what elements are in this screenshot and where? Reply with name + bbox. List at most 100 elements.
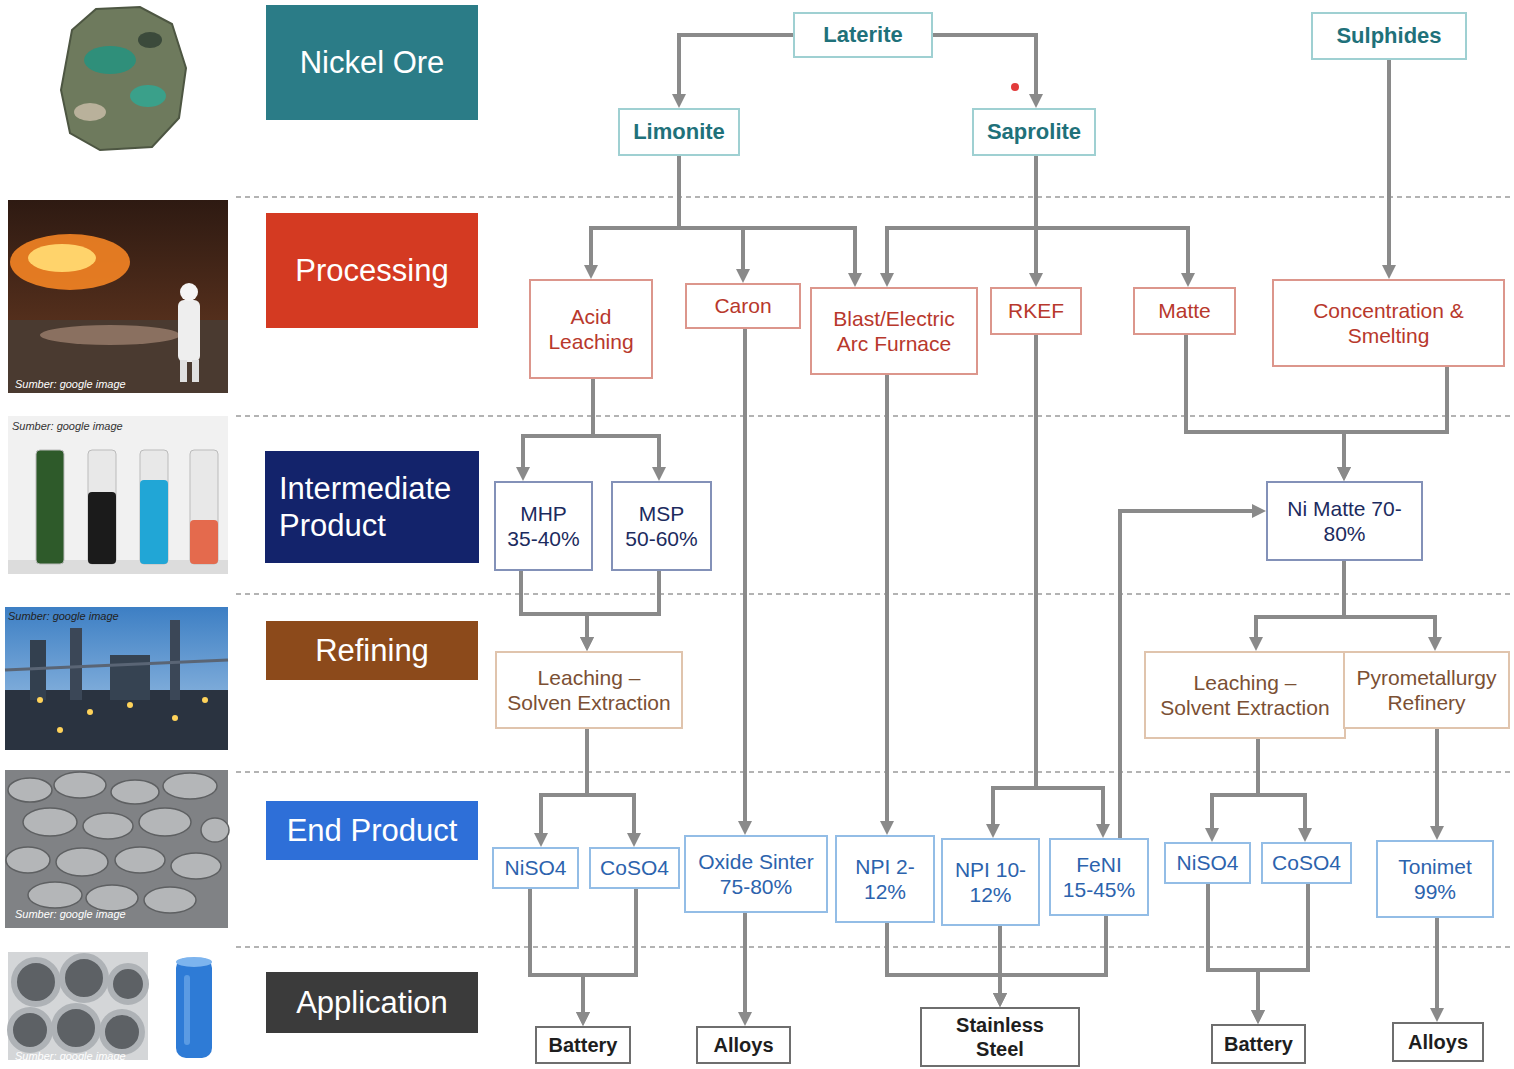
flow-arrow (1258, 739, 1305, 834)
flow-arrow (887, 923, 1000, 999)
node-text: MSP 50-60% (621, 501, 702, 551)
stage-band: Intermediate Product (265, 451, 479, 563)
node-text: Battery (1224, 1032, 1293, 1056)
node-text: NPI 2-12% (845, 854, 925, 904)
product-box: Tonimet 99% (1376, 840, 1494, 918)
node-text: Oxide Sinter 75-80% (694, 849, 818, 899)
node-text: FeNI 15-45% (1059, 852, 1139, 902)
node-text: Ni Matte 70-80% (1276, 496, 1413, 546)
flow-arrow (1256, 561, 1344, 643)
process-box: RKEF (990, 287, 1082, 335)
application-box: Battery (535, 1026, 631, 1064)
product-box: NPI 10-12% (941, 838, 1040, 926)
flow-arrow (587, 729, 634, 839)
product-box: FeNI 15-45% (1049, 838, 1149, 916)
product-box: Oxide Sinter 75-80% (684, 835, 828, 913)
intermediate-box: MSP 50-60% (611, 481, 712, 571)
source-watermark: Sumber: google image (15, 378, 126, 391)
stage-band: Refining (266, 621, 478, 680)
flow-arrow (530, 889, 583, 1018)
ore-box: Laterite (793, 12, 933, 58)
flow-arrow (679, 35, 793, 100)
flow-arrow (1435, 729, 1439, 832)
node-text: Sulphides (1336, 23, 1441, 49)
flow-arrow (593, 379, 659, 473)
ore-box: Saprolite (972, 108, 1096, 156)
node-text: Application (296, 984, 448, 1021)
node-text: CoSO4 (600, 855, 669, 880)
process-box: Concentration & Smelting (1272, 279, 1505, 367)
product-box: CoSO4 (589, 847, 680, 889)
intermediate-box: Ni Matte 70-80% (1266, 481, 1423, 561)
flow-arrow (1344, 367, 1447, 473)
source-watermark: Sumber: google image (12, 420, 123, 433)
refinery-photo (5, 607, 228, 750)
flow-arrow (1212, 739, 1258, 834)
flow-arrow (993, 335, 1036, 830)
node-text: End Product (287, 812, 458, 849)
flow-arrow (1036, 156, 1188, 279)
ore-box: Sulphides (1311, 12, 1467, 60)
node-text: Laterite (823, 22, 902, 48)
node-text: NiSO4 (505, 855, 567, 880)
node-text: Blast/Electric Arc Furnace (820, 306, 968, 356)
flow-arrow (591, 156, 679, 271)
flow-arrow (1258, 884, 1308, 1016)
node-text: RKEF (1008, 298, 1064, 323)
node-text: Processing (295, 252, 448, 289)
section-separators (236, 197, 1514, 947)
processing-photo (8, 200, 228, 393)
flow-arrow (743, 913, 747, 1018)
flow-arrow (1387, 60, 1391, 271)
source-watermark: Sumber: google image (15, 908, 126, 921)
application-box: Alloys (1392, 1022, 1484, 1062)
flow-arrow (1036, 335, 1103, 830)
node-text: Acid Leaching (539, 304, 643, 354)
ore-box: Limonite (618, 108, 740, 156)
node-text: Saprolite (987, 119, 1081, 145)
refining-box: Leaching – Solven Extraction (495, 651, 683, 729)
process-box: Blast/Electric Arc Furnace (810, 287, 978, 375)
node-text: Matte (1158, 298, 1211, 323)
node-text: CoSO4 (1272, 850, 1341, 875)
intermediate-photo (8, 416, 228, 574)
flow-arrow (679, 156, 855, 279)
stage-band: End Product (266, 801, 478, 860)
product-box: NPI 2-12% (835, 835, 935, 923)
node-text: Caron (714, 293, 771, 318)
flow-arrow (583, 889, 636, 1018)
node-text: Nickel Ore (300, 44, 445, 81)
node-text: Leaching – Solvent Extraction (1156, 670, 1334, 720)
flow-arrow (885, 375, 889, 827)
node-text: Alloys (1408, 1030, 1468, 1054)
node-text: Leaching – Solven Extraction (507, 665, 671, 715)
flow-arrow (523, 379, 593, 473)
node-text: NPI 10-12% (951, 857, 1030, 907)
node-text: Battery (549, 1033, 618, 1057)
intermediate-box: MHP 35-40% (494, 481, 593, 571)
product-box: NiSO4 (1164, 842, 1251, 884)
product-box: CoSO4 (1261, 842, 1352, 884)
battery-cell (176, 957, 212, 1058)
node-text: Tonimet 99% (1386, 854, 1484, 904)
application-box: Battery (1211, 1024, 1306, 1064)
source-watermark: Sumber: google image (8, 610, 119, 623)
stage-band: Processing (266, 213, 478, 328)
node-text: Pyrometallurgy Refinery (1355, 665, 1498, 715)
flow-arrow (933, 35, 1036, 100)
process-box: Caron (685, 283, 801, 329)
pipes-photo (8, 952, 148, 1060)
flow-arrow (1344, 561, 1435, 643)
node-text: Concentration & Smelting (1282, 298, 1495, 348)
refining-box: Leaching – Solvent Extraction (1144, 651, 1346, 739)
flow-arrow (743, 329, 747, 827)
nickel-pieces-photo (5, 770, 229, 928)
process-box: Matte (1133, 287, 1236, 335)
application-box: Alloys (696, 1026, 791, 1064)
node-text: Limonite (633, 119, 725, 145)
flow-arrow (1000, 916, 1106, 999)
product-box: NiSO4 (492, 847, 579, 889)
node-text: Refining (315, 632, 429, 669)
node-text: Stainless Steel (930, 1013, 1070, 1061)
flow-arrow (1208, 884, 1258, 1016)
